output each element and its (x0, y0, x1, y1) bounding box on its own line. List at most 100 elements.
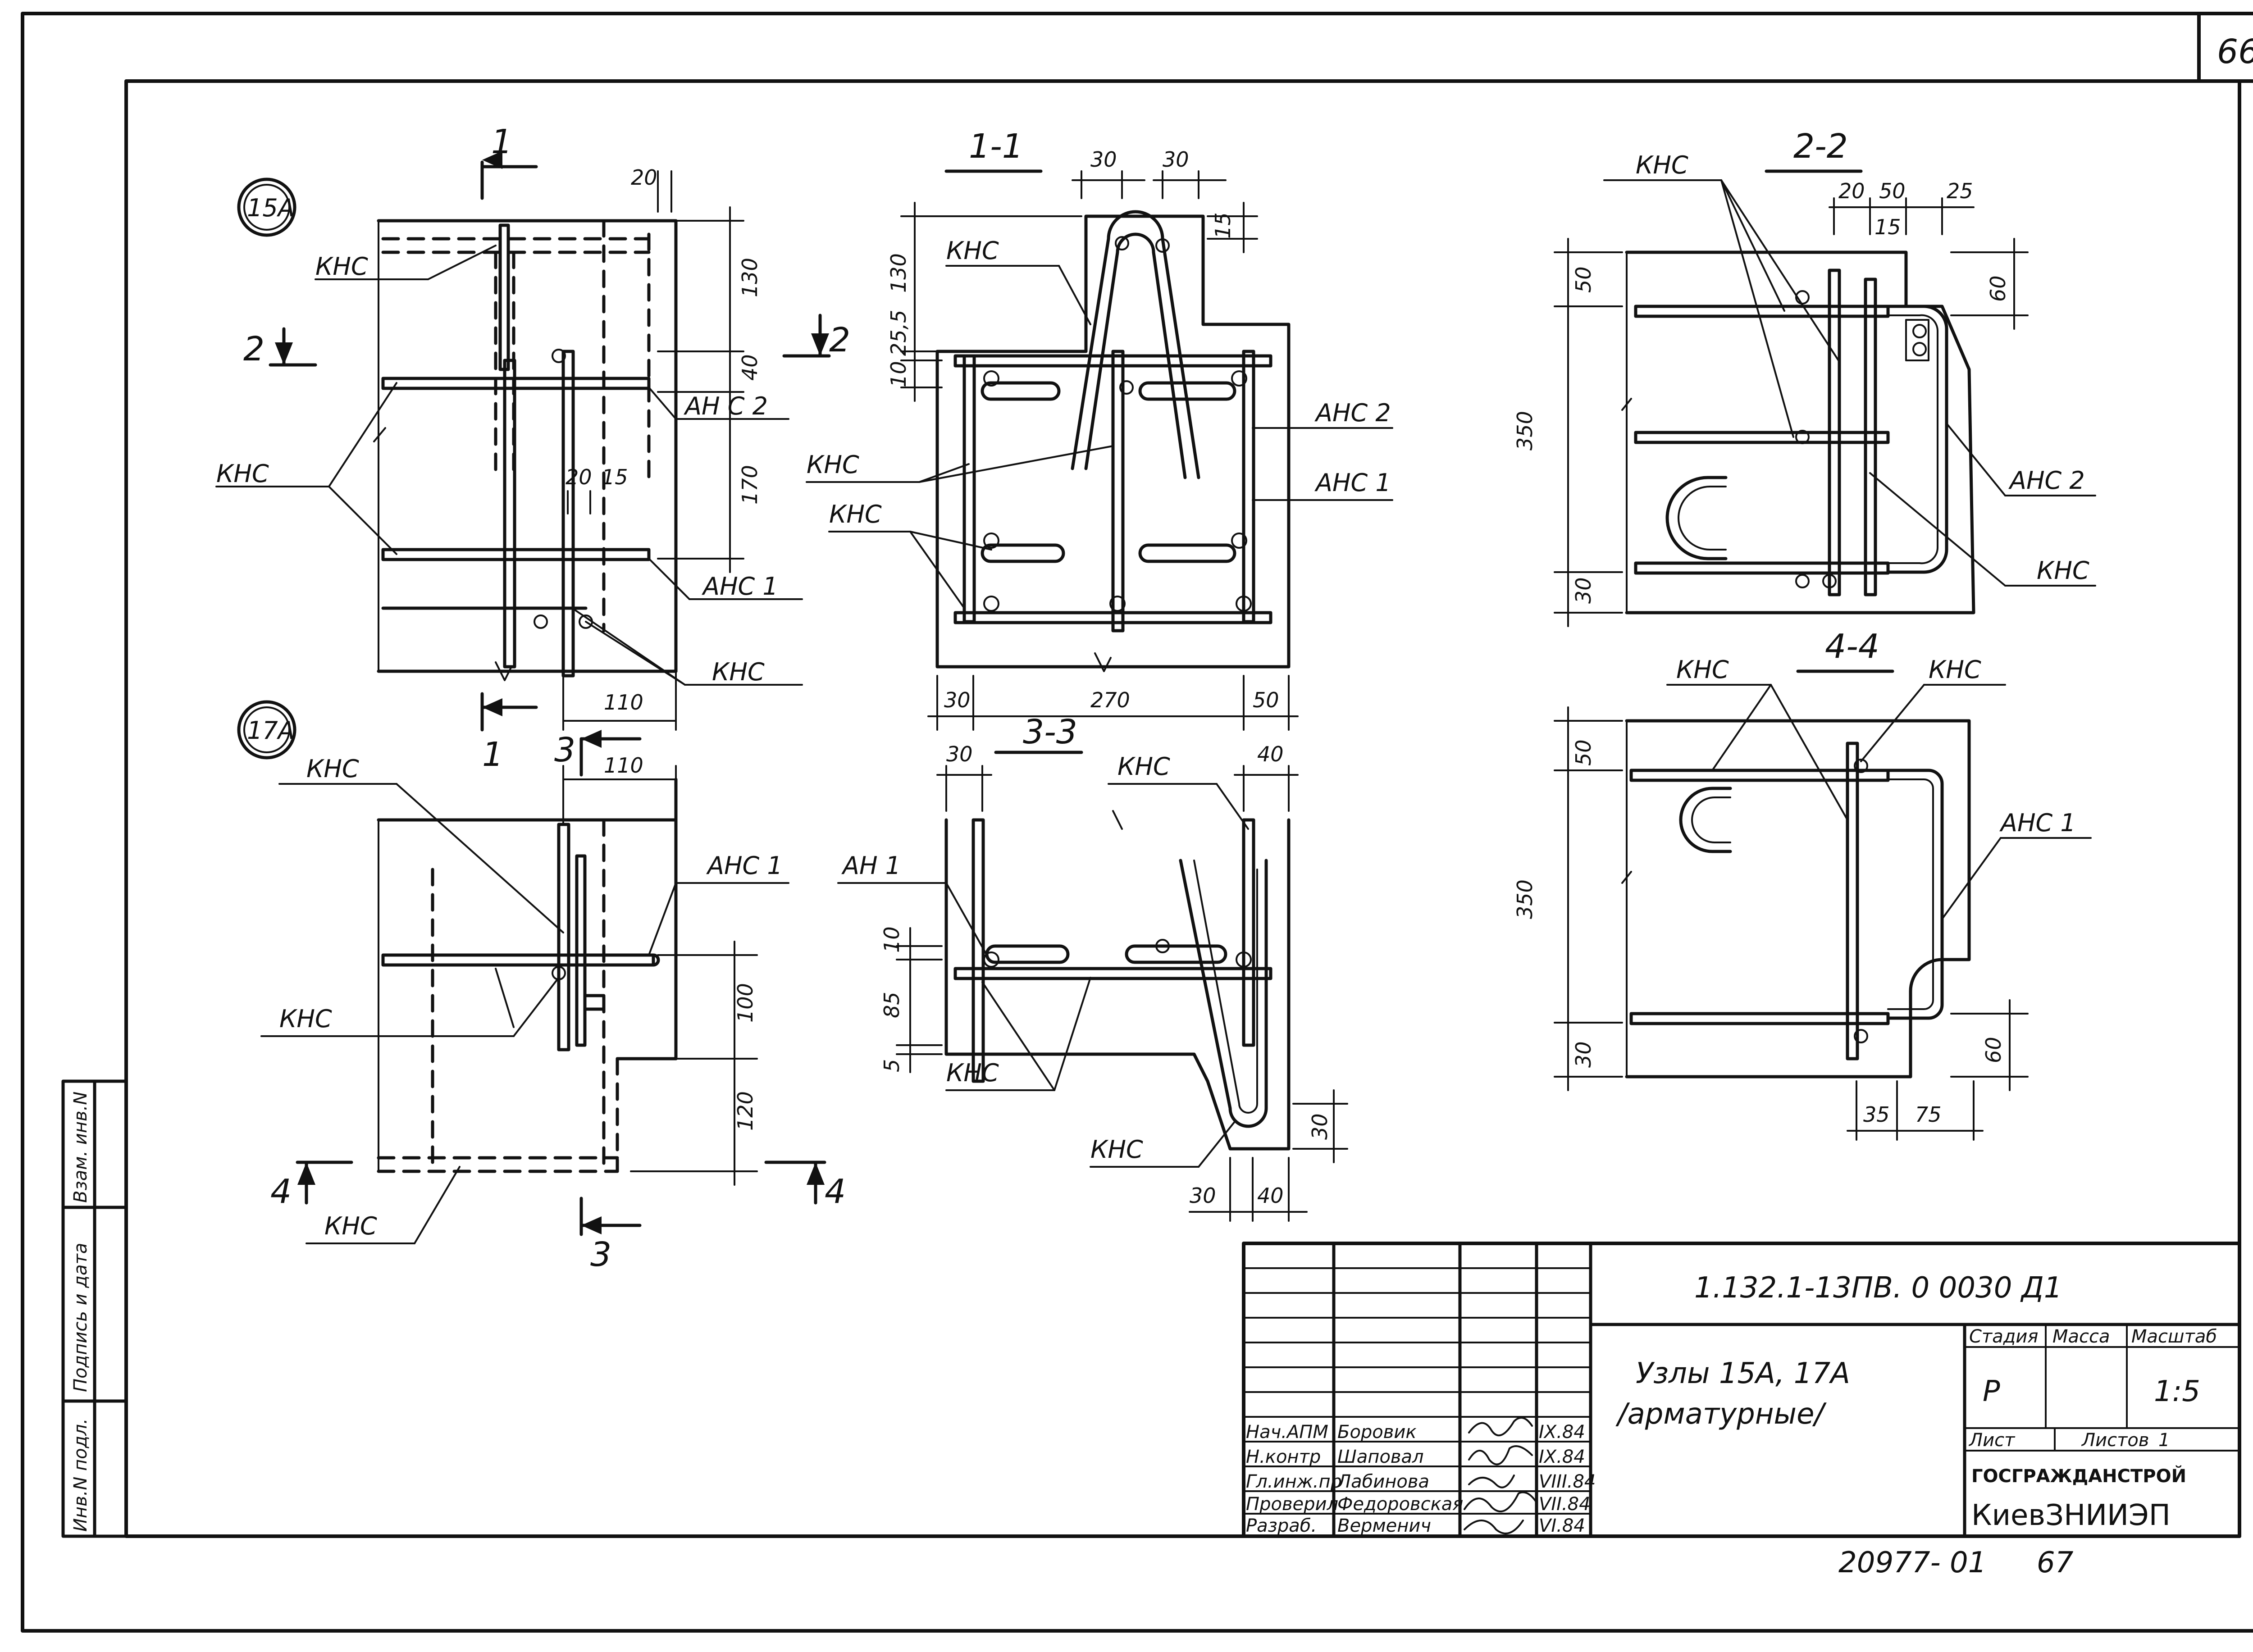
dim-33-10: 10 (880, 926, 904, 953)
dim-22-15: 15 (1874, 215, 1901, 239)
signer-2-name: Лабинова (1336, 1471, 1429, 1492)
signature-3 (1464, 1491, 1537, 1512)
signer-1-name: Шаповал (1337, 1447, 1424, 1467)
signature-4 (1464, 1520, 1524, 1534)
cut-2-right: 2 (829, 321, 850, 360)
sheet-frame (21, 12, 2253, 1633)
label-22-kns-right: КНС (2037, 556, 2089, 585)
label-15a-ans1: АНС 1 (702, 572, 778, 601)
dim-44-75: 75 (1915, 1102, 1942, 1127)
dim-22-50b: 50 (1571, 266, 1596, 293)
signer-3-date: VII.84 (1539, 1494, 1591, 1515)
section-3-3: 3-3 30 40 10 85 5 30 (837, 713, 1348, 1222)
signer-2-date: VIII.84 (1539, 1471, 1596, 1492)
cut-4-left: 4 (270, 1172, 292, 1211)
dim-11-30b: 30 (1163, 147, 1189, 172)
label-11-ans1: АНС 1 (1314, 469, 1391, 497)
section-3-3-title: 3-3 (1023, 713, 1077, 751)
col-scale: Масштаб (2131, 1326, 2217, 1347)
signer-4-date: VI.84 (1539, 1515, 1585, 1536)
title-line-2: /арматурные/ (1615, 1397, 1827, 1431)
label-17a-kns-top: КНС (306, 755, 359, 783)
signer-0-name: Боровик (1337, 1422, 1417, 1443)
dim-33-30b: 30 (1308, 1113, 1332, 1140)
dim-11-50: 50 (1253, 688, 1279, 712)
cut-1-bottom: 1 (482, 735, 503, 774)
signature-1 (1468, 1445, 1533, 1465)
dim-11-30a: 30 (1090, 147, 1117, 172)
sheets-value: 1 (2158, 1430, 2170, 1451)
signer-3-name: Федоровская (1337, 1494, 1463, 1515)
cut-4-right: 4 (825, 1172, 846, 1211)
dim-17a-100: 100 (733, 983, 757, 1023)
dim-15a-110: 110 (604, 690, 643, 715)
label-44-ans1: АНС 1 (1999, 809, 2076, 837)
dim-17a-110: 110 (604, 753, 643, 778)
node-15a: 15А 130 40 170 20 (215, 123, 803, 774)
dim-11-30c: 30 (944, 688, 971, 712)
dim-15a-20b: 20 (566, 465, 592, 489)
col-mass: Масса (2052, 1326, 2110, 1347)
signature-2 (1468, 1475, 1515, 1488)
dim-15a-130: 130 (738, 258, 762, 297)
label-17a-kns-bottom: КНС (324, 1212, 377, 1240)
doc-code: 1.132.1-13ПВ. 0 0030 Д1 (1694, 1271, 2062, 1305)
label-11-kns-a: КНС (807, 451, 859, 479)
signer-0-role: Нач.АПМ (1246, 1422, 1328, 1443)
dim-22-25: 25 (1947, 179, 1973, 203)
cut-1-top: 1 (491, 123, 512, 161)
label-15a-kns-top: КНС (315, 252, 368, 281)
dim-33-85: 85 (880, 992, 904, 1018)
dim-15a-170: 170 (738, 465, 762, 505)
label-15a-kns-bottom: КНС (712, 658, 765, 686)
dim-11-10: 10 (886, 361, 911, 387)
section-2-2-title: 2-2 (1793, 127, 1848, 166)
label-44-kns-right: КНС (1929, 655, 1981, 684)
dim-33-30a: 30 (946, 742, 973, 766)
section-1-1: 1-1 30 30 15 (782, 127, 1393, 731)
label-22-kns-top: КНС (1636, 151, 1688, 179)
sheets-label: Листов (2081, 1430, 2149, 1451)
label-17a-kns-mid: КНС (279, 1005, 332, 1033)
dim-22-30: 30 (1571, 577, 1596, 604)
label-33-an1: АН 1 (841, 851, 901, 880)
label-11-kns-b: КНС (829, 500, 882, 528)
node-17a-circle-label: 17А (247, 716, 295, 745)
stage-value: Р (1983, 1375, 2000, 1408)
signer-2-role: Гл.инж.пр (1246, 1471, 1342, 1492)
title-block: 1.132.1-13ПВ. 0 0030 Д1 Узлы 15А, 17А /а… (1242, 1242, 2241, 1538)
section-1-1-title: 1-1 (969, 127, 1023, 166)
signature-0 (1468, 1417, 1533, 1437)
label-15a-ans2: АН С 2 (684, 392, 768, 420)
node-17a: 17А 110 100 120 3 3 (237, 700, 846, 1274)
label-17a-ans1: АНС 1 (706, 851, 783, 880)
section-2-2: 2-2 20 50 25 15 50 350 (1513, 127, 2096, 627)
stamp-vzam-inv: Взам. инв.N (70, 1092, 91, 1203)
dim-22-60: 60 (1986, 275, 2010, 302)
org-name-1: ГОСГРАЖДАНСТРОЙ (1971, 1465, 2186, 1487)
signer-4-name: Верменич (1337, 1515, 1431, 1536)
label-33-kns-mid: КНС (946, 1059, 999, 1087)
bottom-page: 67 (2037, 1546, 2074, 1579)
signer-3-role: Проверил (1246, 1494, 1338, 1515)
node-15a-circle-label: 15А (247, 194, 295, 222)
dim-33-5: 5 (880, 1059, 904, 1072)
label-33-kns-bottom: КНС (1090, 1135, 1143, 1164)
dim-44-30: 30 (1571, 1041, 1596, 1068)
org-name-2: КиевЗНИИЭП (1971, 1499, 2171, 1532)
col-stage: Стадия (1969, 1326, 2038, 1347)
page-number: 66 (2217, 32, 2253, 71)
dim-44-50: 50 (1571, 739, 1596, 766)
cut-3-bottom: 3 (590, 1235, 611, 1274)
dim-11-130: 130 (886, 253, 911, 293)
label-44-kns-left: КНС (1676, 655, 1729, 684)
label-15a-kns-left: КНС (216, 460, 269, 488)
signer-0-date: IX.84 (1539, 1422, 1585, 1443)
label-33-kns-top: КНС (1117, 752, 1170, 781)
dim-22-50: 50 (1879, 179, 1906, 203)
side-stamp: Инв.N подл. Подпись и дата Взам. инв.N (61, 1079, 128, 1538)
label-11-ans2: АНС 2 (1314, 399, 1391, 427)
cut-2-left: 2 (243, 330, 265, 369)
stamp-podpis-data: Подпись и дата (70, 1243, 91, 1392)
